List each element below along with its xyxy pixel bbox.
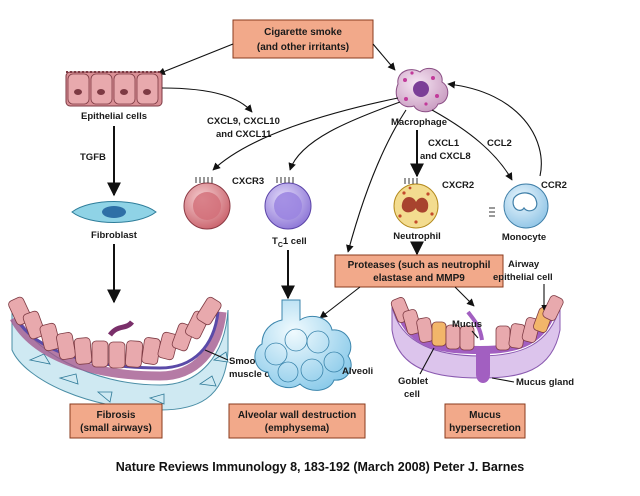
smooth-muscle-pointer [204, 349, 229, 361]
cxcl9-line-2: and CXCL11 [216, 129, 272, 140]
airway-epithelial-line-1: Airway [508, 259, 540, 270]
proteases-line-1: Proteases (such as neutrophil [348, 260, 491, 271]
epithelial-cells-label: Epithelial cells [81, 111, 147, 122]
mucus-box-line-2: hypersecretion [449, 423, 521, 434]
alveolar-destruction-box: Alveolar wall destruction (emphysema) [228, 403, 366, 439]
cxcl9-line-1: CXCL9, CXCL10 [207, 116, 280, 127]
alveolar-line-1: Alveolar wall destruction [238, 410, 356, 421]
cxcr3-cell-pink [183, 177, 231, 230]
cxcr2-label: CXCR2 [442, 180, 474, 191]
cxcl1-line-1: CXCL1 [428, 138, 460, 149]
mucus-label: Mucus [452, 319, 482, 330]
airway-epithelial-line-2: epithelial cell [493, 272, 553, 283]
smoke-line-2: (and other irritants) [257, 42, 349, 53]
alveolar-line-2: (emphysema) [265, 423, 329, 434]
arrow-macrophage-to-cd8 [212, 97, 399, 171]
alveoli-label: Alveoli [342, 366, 373, 377]
fibrosis-box: Fibrosis (small airways) [69, 403, 163, 439]
figure-caption: Nature Reviews Immunology 8, 183-192 (Ma… [116, 460, 525, 474]
cigarette-smoke-box: Cigarette smoke (and other irritants) [232, 19, 374, 59]
proteases-line-2: elastase and MMP9 [373, 273, 465, 284]
arrow-epithelium-chemokines [161, 87, 253, 113]
cxcr3-label: CXCR3 [232, 176, 264, 187]
neutrophil-label: Neutrophil [393, 231, 441, 242]
goblet-pointer [419, 347, 435, 375]
arrow-smoke-to-macrophage [372, 43, 396, 71]
small-airway-illustration [8, 296, 229, 411]
proteases-box: Proteases (such as neutrophil elastase a… [334, 254, 504, 288]
arrow-macrophage-to-monocyte [431, 109, 513, 181]
arrow-proteases-to-alveoli [319, 286, 361, 319]
arrow-monocyte-to-macrophage [447, 80, 542, 177]
tgfb-label: TGFB [80, 152, 106, 163]
mucus-box-line-1: Mucus [469, 410, 501, 421]
arrow-macrophage-to-tc1 [288, 101, 401, 171]
arrow-macrophage-to-proteases [346, 109, 407, 253]
fibrosis-line-1: Fibrosis [97, 410, 136, 421]
ccr2-label: CCR2 [541, 180, 567, 191]
mucus-gland-label: Mucus gland [516, 377, 574, 388]
mucus-pointer [471, 330, 479, 339]
fibroblast-label: Fibroblast [91, 230, 138, 241]
arrow-smoke-to-epithelium [157, 43, 234, 76]
macrophage-label: Macrophage [391, 117, 447, 128]
cxcl1-line-2: and CXCL8 [420, 151, 471, 162]
alveoli-illustration [254, 299, 352, 391]
smoke-line-1: Cigarette smoke [264, 27, 342, 38]
goblet-line-2: cell [404, 389, 420, 400]
tc1-cell [264, 177, 312, 230]
tc1-label: TC1 cell [272, 236, 307, 249]
neutrophil-illustration [393, 178, 439, 229]
fibrosis-line-2: (small airways) [80, 423, 152, 434]
mucus-hypersecretion-box: Mucus hypersecretion [444, 403, 526, 439]
macrophage-illustration [395, 67, 449, 113]
mucus-airway-illustration [390, 295, 564, 383]
smooth-muscle-line-2: muscle cell [229, 369, 280, 380]
monocyte-illustration [489, 183, 549, 229]
fibroblast-illustration [71, 201, 157, 223]
epithelial-cells-illustration [65, 71, 163, 107]
mucus-gland-pointer [491, 377, 515, 383]
monocyte-label: Monocyte [502, 232, 546, 243]
goblet-line-1: Goblet [398, 376, 429, 387]
arrow-proteases-to-airway [454, 286, 475, 307]
smooth-muscle-line-1: Smooth- [229, 356, 268, 367]
ccl2-label: CCL2 [487, 138, 512, 149]
